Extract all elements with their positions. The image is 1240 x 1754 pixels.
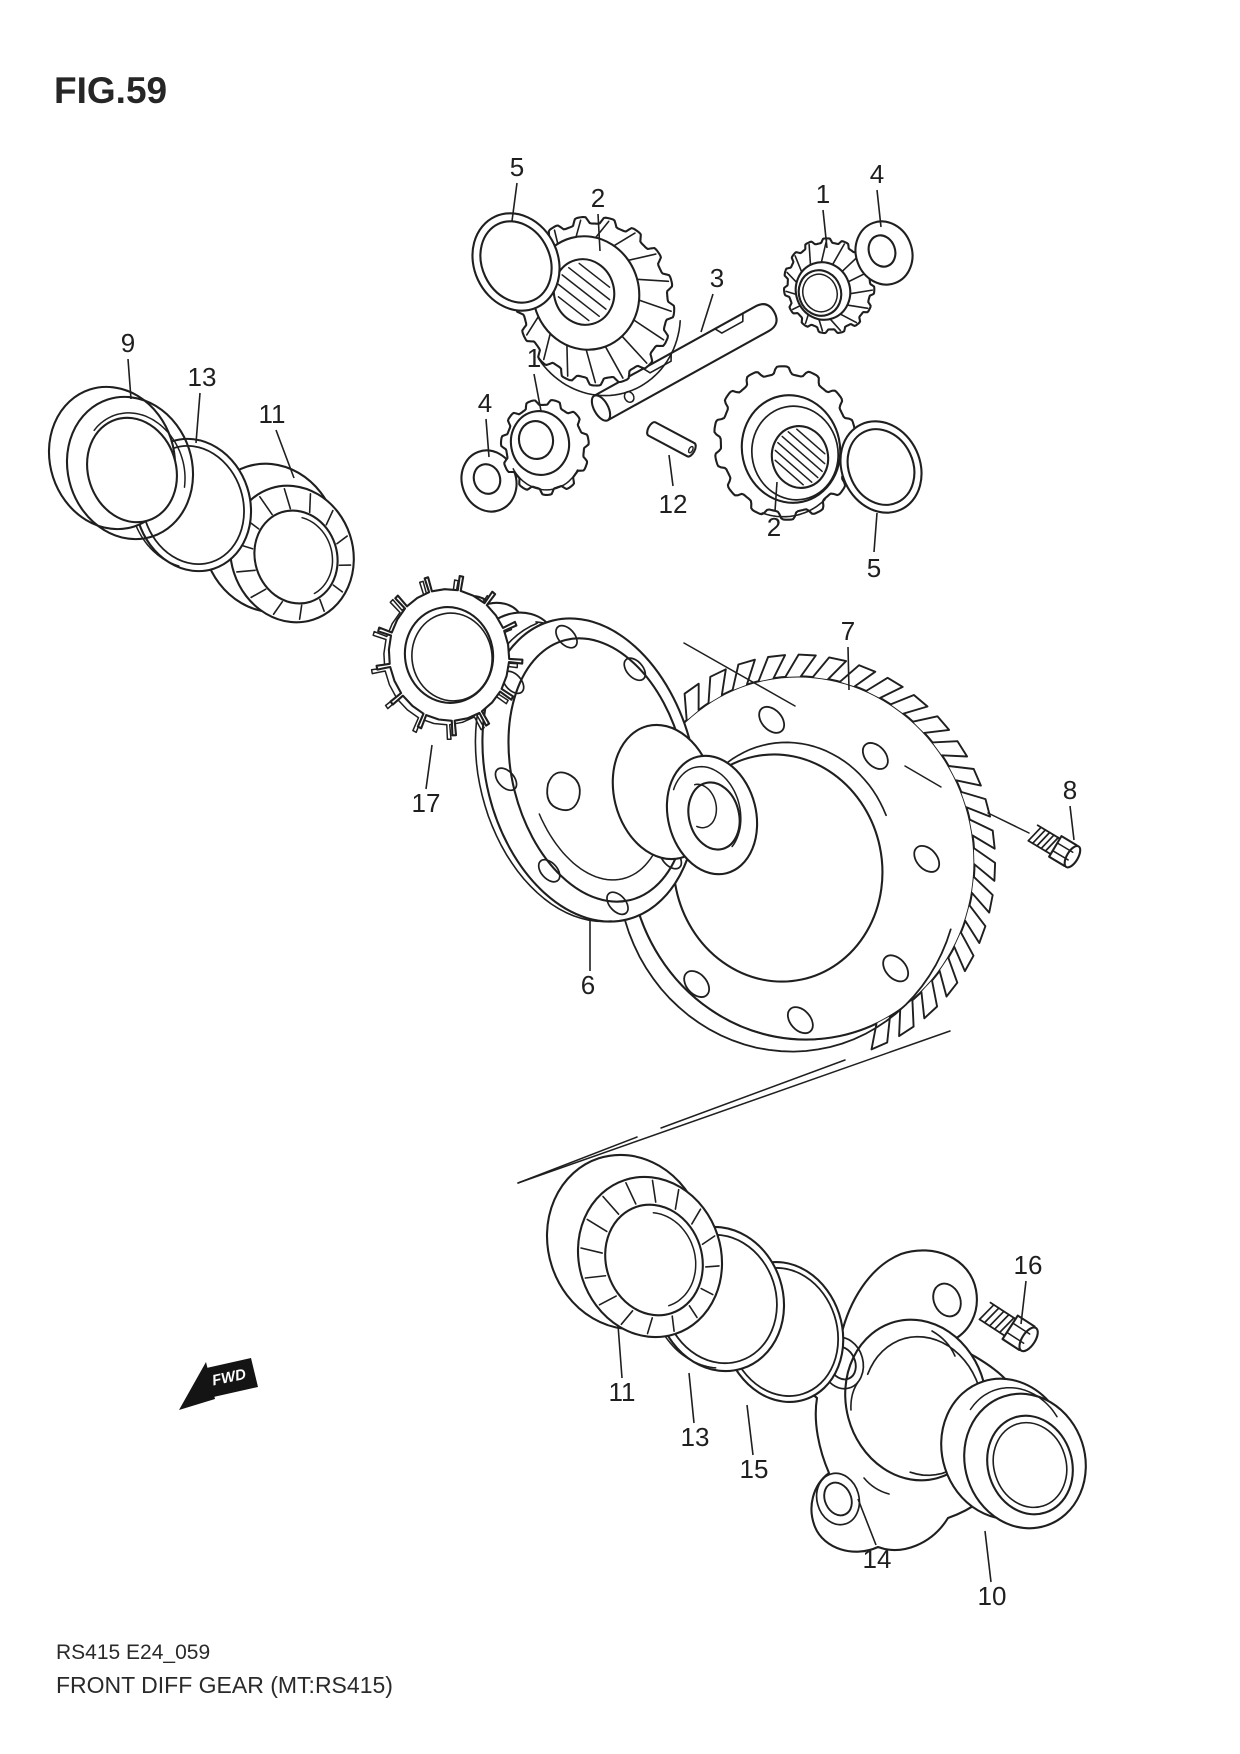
callout-5a-leader (511, 182, 518, 222)
callout-12-label: 12 (659, 489, 688, 519)
callout-13a-label: 13 (188, 362, 217, 392)
callout-1a-leader (533, 373, 542, 412)
fwd-direction-marker: FWD (179, 1358, 258, 1410)
callout-12-leader (668, 454, 674, 487)
callout-14-leader (857, 1498, 877, 1546)
callout-10-leader (984, 1530, 992, 1583)
callout-8-leader (1069, 805, 1075, 841)
callout-3-label: 3 (710, 263, 724, 293)
callout-16-leader (1020, 1280, 1027, 1325)
callout-4a-label: 4 (478, 388, 492, 418)
callout-4b-label: 4 (870, 159, 884, 189)
model-code: RS415 E24_059 (56, 1641, 211, 1664)
callout-1b-label: 1 (816, 179, 830, 209)
callout-9-leader (127, 358, 132, 400)
callout-1a-label: 1 (527, 343, 541, 373)
callout-2a-leader (597, 213, 601, 252)
callout-13a-leader (195, 392, 201, 444)
callout-16-label: 16 (1014, 1250, 1043, 1280)
callout-11a-leader (275, 429, 295, 479)
fwd-arrow-flag-icon (202, 1358, 258, 1398)
callout-2b-label: 2 (767, 512, 781, 542)
figure-number: FIG.59 (54, 70, 168, 111)
page-footer: RS415 E24_059 FRONT DIFF GEAR (MT:RS415) (56, 1641, 393, 1699)
callout-3-leader (700, 293, 714, 333)
callout-5a-label: 5 (510, 152, 524, 182)
callout-13b-leader (688, 1372, 695, 1424)
callout-labels: 5 2 1 4 3 9 13 11 1 4 12 2 5 7 17 8 6 11… (121, 152, 1077, 1611)
fwd-arrow-text: FWD (211, 1366, 248, 1390)
callout-1b-leader (822, 209, 828, 249)
callout-17-label: 17 (412, 788, 441, 818)
callout-17-leader (425, 744, 433, 790)
callout-4a-leader (485, 418, 490, 458)
callout-15-leader (746, 1404, 754, 1456)
diagram-artwork (47, 212, 1087, 1553)
callout-8-label: 8 (1063, 775, 1077, 805)
callout-leaders (127, 182, 1075, 1583)
figure-title: FRONT DIFF GEAR (MT:RS415) (56, 1672, 393, 1698)
callout-13b-label: 13 (681, 1422, 710, 1452)
callout-9-label: 9 (121, 328, 135, 358)
callout-5b-label: 5 (867, 553, 881, 583)
callout-4b-leader (876, 189, 882, 228)
callout-10-label: 10 (978, 1581, 1007, 1611)
callout-7-leader (847, 646, 850, 691)
callout-14-label: 14 (863, 1544, 892, 1574)
callout-11a-label: 11 (259, 399, 286, 429)
callout-5b-leader (873, 512, 878, 553)
callout-7-label: 7 (841, 616, 855, 646)
callout-6-label: 6 (581, 970, 595, 1000)
callout-11b-leader (617, 1324, 623, 1379)
callout-2a-label: 2 (591, 183, 605, 213)
callout-15-label: 15 (740, 1454, 769, 1484)
callout-2b-leader (774, 481, 778, 512)
callout-11b-label: 11 (609, 1377, 636, 1407)
